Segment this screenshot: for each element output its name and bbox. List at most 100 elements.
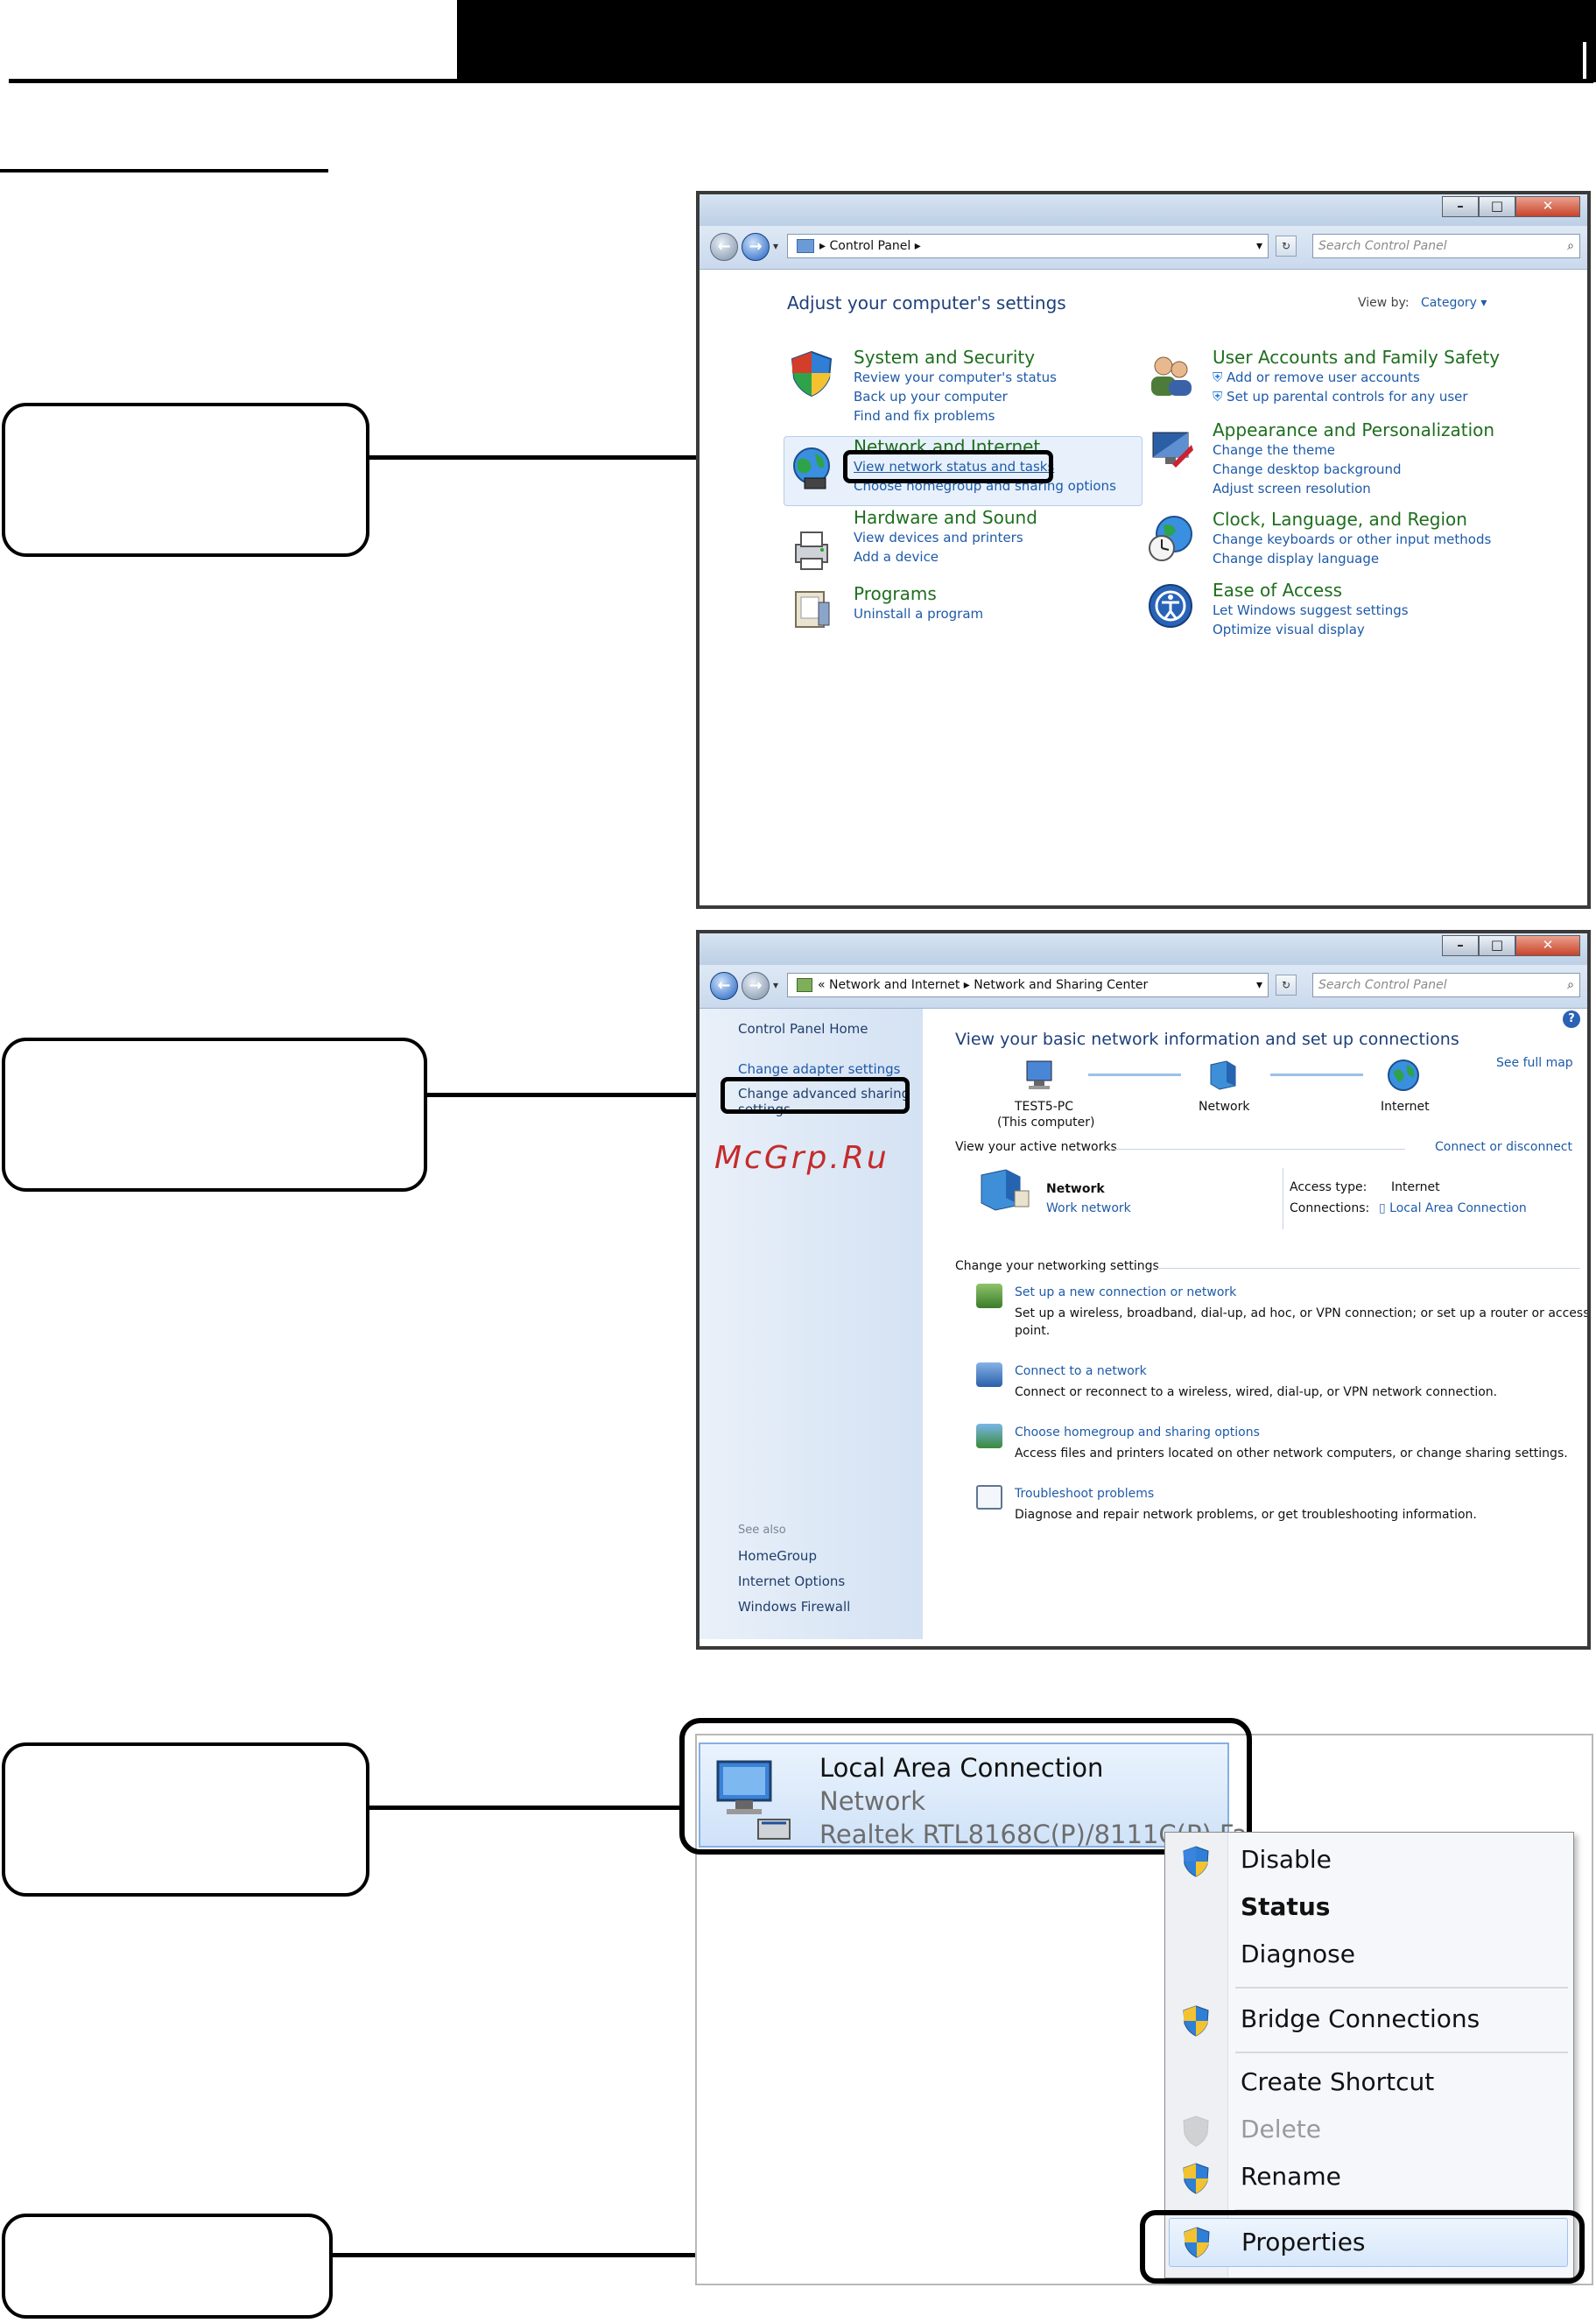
network-adapter-icon <box>709 1755 797 1842</box>
task-troubleshoot[interactable]: Troubleshoot problems <box>1015 1487 1155 1501</box>
link-suggest-settings[interactable]: Let Windows suggest settings <box>1213 602 1409 618</box>
link-devices-printers[interactable]: View devices and printers <box>854 530 1023 546</box>
sidebar-windows-firewall[interactable]: Windows Firewall <box>738 1599 851 1615</box>
map-computer-name: TEST5-PC <box>1015 1100 1074 1114</box>
task-setup-desc: Set up a wireless, broadband, dial-up, a… <box>1015 1306 1590 1320</box>
local-area-connection-item[interactable]: Local Area Connection Network Realtek RT… <box>699 1742 1248 1849</box>
menu-item-disable[interactable]: Disable <box>1165 1841 1573 1883</box>
link-add-device[interactable]: Add a device <box>854 549 939 565</box>
link-view-network-status[interactable]: View network status and tasks <box>854 459 1055 475</box>
uac-shield-disabled-icon <box>1181 2115 1211 2148</box>
search-icon[interactable]: ⌕ <box>1567 978 1574 992</box>
link-review-status[interactable]: Review your computer's status <box>854 370 1057 385</box>
connection-network: Network <box>819 1786 926 1816</box>
breadcrumb-sharing-center[interactable]: Network and Sharing Center <box>974 978 1149 992</box>
link-optimize-display[interactable]: Optimize visual display <box>1213 622 1365 637</box>
appearance-icon <box>1146 424 1195 473</box>
internet-globe-icon <box>1386 1058 1421 1093</box>
local-area-connection-link[interactable]: ▯ Local Area Connection <box>1379 1201 1527 1215</box>
sidebar-internet-options[interactable]: Internet Options <box>738 1573 846 1589</box>
task-homegroup-desc: Access files and printers located on oth… <box>1015 1447 1568 1461</box>
link-text: Set up parental controls for any user <box>1227 389 1468 405</box>
setup-connection-icon <box>976 1284 1002 1308</box>
task-connect-network[interactable]: Connect to a network <box>1015 1364 1147 1378</box>
menu-item-create-shortcut[interactable]: Create Shortcut <box>1241 2067 1435 2096</box>
minimize-button[interactable]: – <box>1442 196 1479 217</box>
back-button[interactable]: ← <box>710 233 738 261</box>
category-user-accounts[interactable]: User Accounts and Family Safety <box>1213 347 1501 368</box>
map-internet-label: Internet <box>1381 1100 1430 1114</box>
breadcrumb-arrow-icon: ▸ <box>910 239 921 253</box>
task-setup-connection[interactable]: Set up a new connection or network <box>1015 1285 1237 1299</box>
category-programs[interactable]: Programs <box>854 583 937 604</box>
forward-button[interactable]: → <box>742 972 770 1000</box>
address-bar[interactable]: « Network and Internet ▸ Network and Sha… <box>787 973 1269 997</box>
category-ease-of-access[interactable]: Ease of Access <box>1213 580 1343 601</box>
maximize-button[interactable]: □ <box>1479 196 1515 217</box>
breadcrumb-control-panel[interactable]: Control Panel <box>829 239 911 253</box>
address-dropdown-icon[interactable]: ▾ <box>1255 239 1262 253</box>
map-line-1 <box>1088 1074 1181 1076</box>
address-dropdown-icon[interactable]: ▾ <box>1255 978 1262 992</box>
computer-icon <box>1022 1059 1057 1091</box>
page-title: View your basic network information and … <box>955 1030 1459 1049</box>
recent-pages-dropdown[interactable]: ▾ <box>773 240 779 252</box>
close-button[interactable]: ✕ <box>1515 935 1580 956</box>
category-appearance[interactable]: Appearance and Personalization <box>1213 419 1495 440</box>
active-network-type-link[interactable]: Work network <box>1046 1201 1131 1215</box>
category-clock-language[interactable]: Clock, Language, and Region <box>1213 509 1467 530</box>
recent-pages-dropdown[interactable]: ▾ <box>773 979 779 991</box>
view-by-dropdown[interactable]: Category ▾ <box>1421 296 1487 310</box>
sidebar-homegroup[interactable]: HomeGroup <box>738 1548 817 1564</box>
menu-item-diagnose[interactable]: Diagnose <box>1241 1939 1355 1968</box>
sidebar-change-adapter[interactable]: Change adapter settings <box>738 1061 901 1077</box>
see-full-map-link[interactable]: See full map <box>1496 1056 1573 1070</box>
link-desktop-background[interactable]: Change desktop background <box>1213 461 1402 477</box>
network-globe-icon <box>787 443 836 492</box>
title-bar <box>700 933 1587 965</box>
address-bar[interactable]: ▸ Control Panel ▸ ▾ <box>787 234 1269 258</box>
breadcrumb-overflow[interactable]: « <box>818 978 826 992</box>
task-homegroup[interactable]: Choose homegroup and sharing options <box>1015 1425 1260 1440</box>
forward-button[interactable]: → <box>742 233 770 261</box>
category-system-security[interactable]: System and Security <box>854 347 1036 368</box>
link-text: Add or remove user accounts <box>1227 370 1420 385</box>
breadcrumb-network-internet[interactable]: Network and Internet <box>829 978 960 992</box>
menu-item-properties[interactable]: Properties <box>1169 2218 1568 2267</box>
menu-item-status[interactable]: Status <box>1241 1892 1331 1921</box>
link-change-keyboards[interactable]: Change keyboards or other input methods <box>1213 531 1492 547</box>
back-button[interactable]: ← <box>710 972 738 1000</box>
refresh-icon[interactable]: ↻ <box>1276 975 1297 996</box>
connect-disconnect-link[interactable]: Connect or disconnect <box>1435 1140 1572 1154</box>
shield-icon <box>787 348 836 398</box>
menu-label-properties: Properties <box>1241 2228 1366 2256</box>
link-find-fix[interactable]: Find and fix problems <box>854 408 995 424</box>
link-parental-controls[interactable]: ⛨ Set up parental controls for any user <box>1213 389 1468 405</box>
printer-icon <box>787 525 836 574</box>
breadcrumb-arrow-icon: ▸ <box>963 978 970 992</box>
refresh-icon[interactable]: ↻ <box>1276 236 1297 257</box>
users-icon <box>1146 350 1195 399</box>
menu-item-bridge-connections[interactable]: Bridge Connections <box>1241 2004 1480 2033</box>
maximize-button[interactable]: □ <box>1479 935 1515 956</box>
search-icon[interactable]: ⌕ <box>1567 239 1574 253</box>
category-hardware-sound[interactable]: Hardware and Sound <box>854 507 1037 528</box>
sidebar-control-panel-home[interactable]: Control Panel Home <box>738 1021 868 1037</box>
folder-icon <box>797 239 814 253</box>
view-by-value: Category <box>1421 296 1477 310</box>
close-button[interactable]: ✕ <box>1515 196 1580 217</box>
highlight-local-area-connection <box>679 1718 1252 1855</box>
link-backup[interactable]: Back up your computer <box>854 389 1008 405</box>
help-icon[interactable]: ? <box>1563 1010 1580 1028</box>
change-settings-label: Change your networking settings <box>955 1259 1159 1273</box>
menu-item-delete[interactable]: Delete <box>1241 2115 1321 2143</box>
link-display-language[interactable]: Change display language <box>1213 551 1380 567</box>
link-uninstall[interactable]: Uninstall a program <box>854 606 984 622</box>
search-input[interactable]: Search Control Panel ⌕ <box>1312 973 1580 997</box>
minimize-button[interactable]: – <box>1442 935 1479 956</box>
menu-item-rename[interactable]: Rename <box>1241 2162 1341 2191</box>
search-input[interactable]: Search Control Panel ⌕ <box>1312 234 1580 258</box>
link-screen-resolution[interactable]: Adjust screen resolution <box>1213 481 1371 496</box>
link-add-remove-accounts[interactable]: ⛨ Add or remove user accounts <box>1213 370 1420 385</box>
link-change-theme[interactable]: Change the theme <box>1213 442 1336 458</box>
